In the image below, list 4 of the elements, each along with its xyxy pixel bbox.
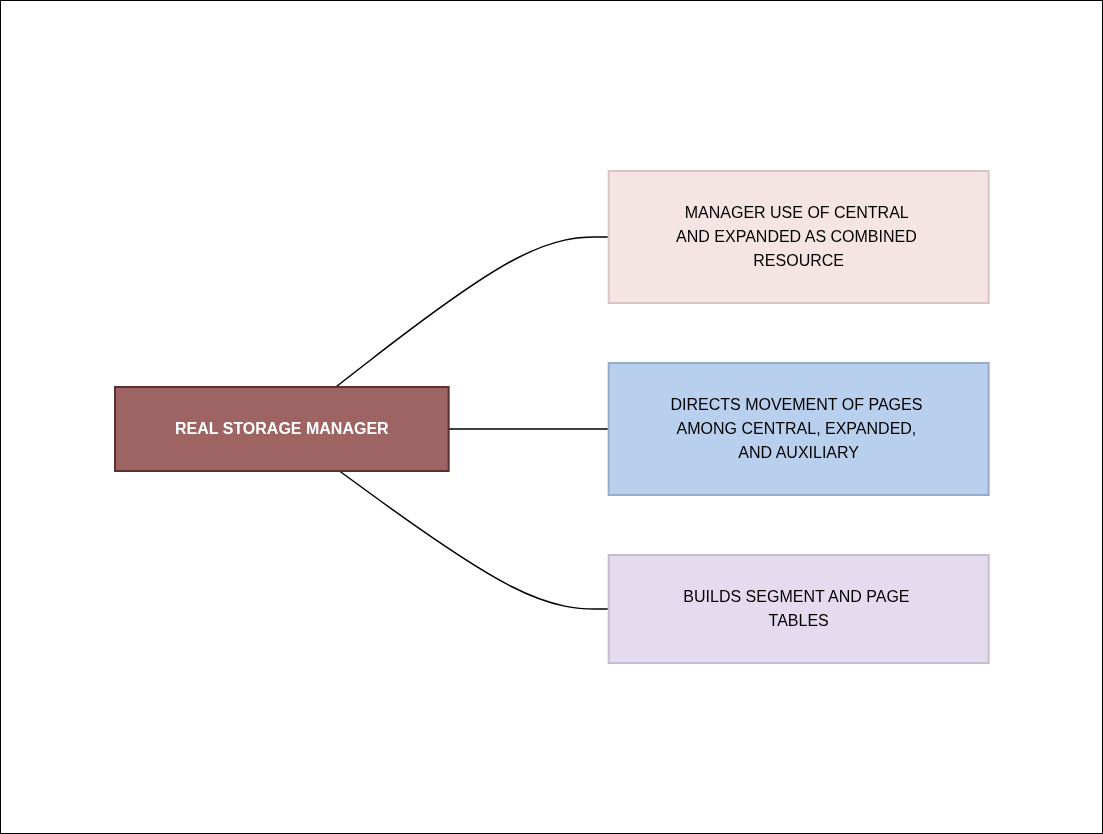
node-box: DIRECTS MOVEMENT OF PAGES AMONG CENTRAL, EXPANDED, AND AUXILIARY [607,362,990,496]
node-box: BUILDS SEGMENT AND PAGE TABLES [607,554,990,664]
node-box: REAL STORAGE MANAGER [113,386,450,472]
node-box: MANAGER USE OF CENTRAL AND EXPANDED AS COMBINED RESOURCE [607,170,990,304]
